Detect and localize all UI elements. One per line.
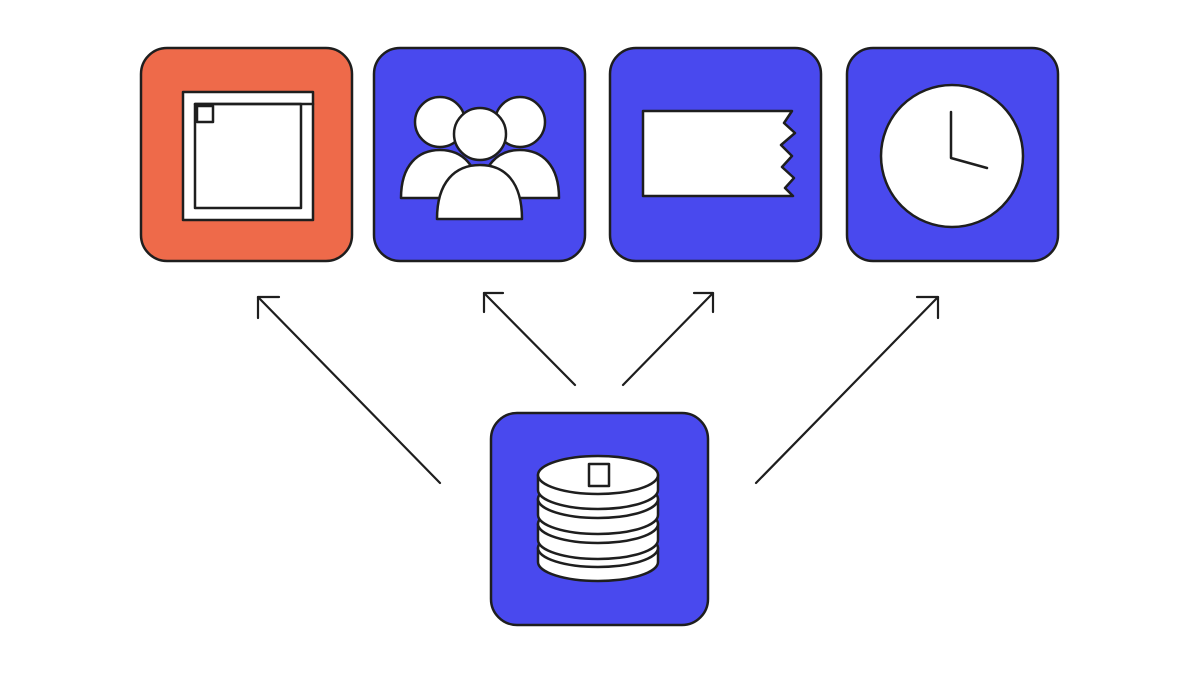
users-group-icon <box>399 95 561 221</box>
edge-database-to-window <box>256 295 442 485</box>
edge-database-to-ticket <box>621 291 715 387</box>
node-users <box>372 46 587 263</box>
node-window <box>139 46 354 263</box>
edge-database-to-users <box>482 291 577 387</box>
clock-icon <box>879 83 1025 229</box>
database-icon <box>536 454 660 583</box>
node-database <box>489 411 710 627</box>
node-ticket <box>608 46 823 263</box>
ticket-icon <box>641 109 797 198</box>
window-frame-icon <box>181 90 315 222</box>
node-clock <box>845 46 1060 263</box>
edge-database-to-clock <box>754 295 940 485</box>
